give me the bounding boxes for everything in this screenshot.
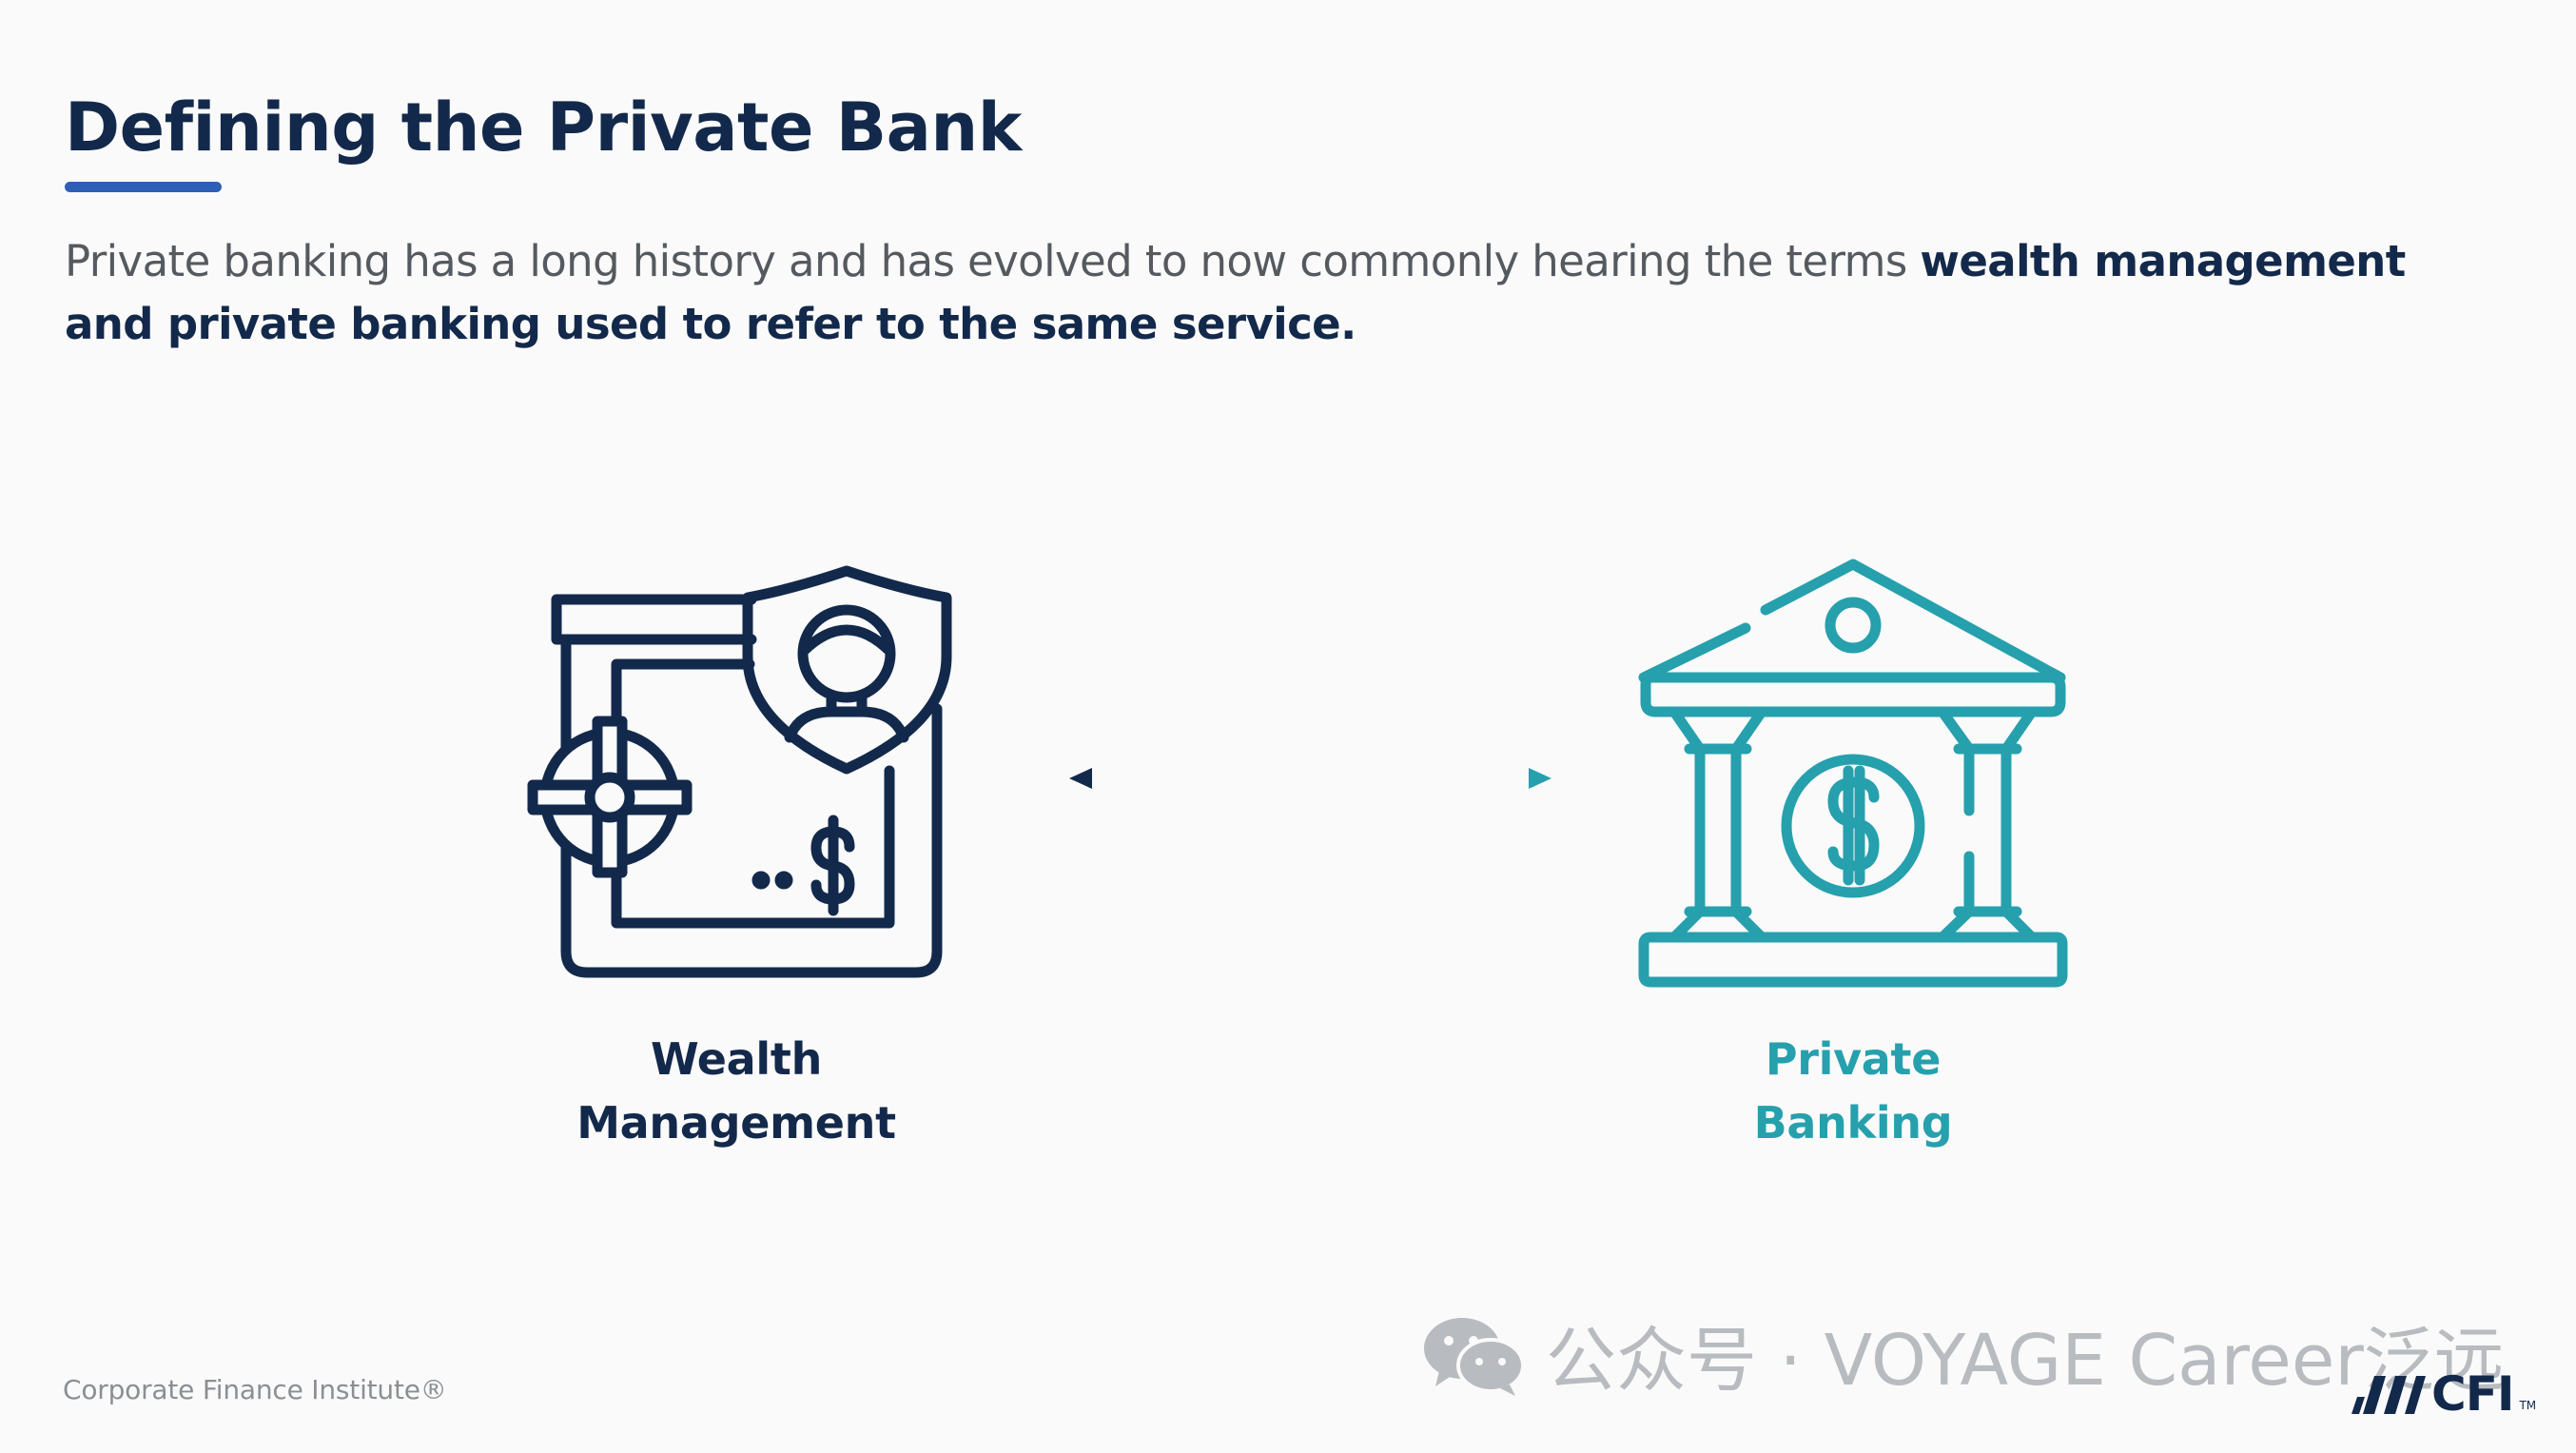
- cfi-slashes-icon: [2352, 1376, 2426, 1414]
- logo-text: CFI: [2431, 1366, 2514, 1422]
- safe-shield-person-icon: [527, 565, 952, 978]
- title-underline: [65, 182, 222, 192]
- label-line-2: Management: [576, 1097, 896, 1149]
- label-line-1: Wealth: [650, 1033, 823, 1085]
- wechat-icon: [1424, 1317, 1525, 1396]
- private-banking-label: Private Banking: [1606, 1028, 2100, 1155]
- cfi-logo: CFI TM: [2352, 1366, 2536, 1422]
- label-line-1: Private: [1765, 1033, 1942, 1085]
- label-line-2: Banking: [1753, 1097, 1953, 1149]
- intro-text: Private banking has a long history and h…: [65, 236, 1921, 286]
- watermark-text: 公众号 · VOYAGE Career泛远: [1546, 1320, 2505, 1402]
- logo-trademark: TM: [2519, 1399, 2537, 1412]
- double-arrow-icon: [1069, 768, 1551, 789]
- page-title: Defining the Private Bank: [65, 88, 1022, 167]
- intro-emphasis: wealth management and private banking us…: [65, 236, 2406, 349]
- wealth-management-label: Wealth Management: [489, 1028, 984, 1155]
- bank-dollar-icon: [1638, 559, 2068, 988]
- intro-paragraph: Private banking has a long history and h…: [65, 230, 2500, 356]
- footer-credit: Corporate Finance Institute®: [63, 1374, 447, 1405]
- watermark: 公众号 · VOYAGE Career泛远: [1422, 1304, 2505, 1405]
